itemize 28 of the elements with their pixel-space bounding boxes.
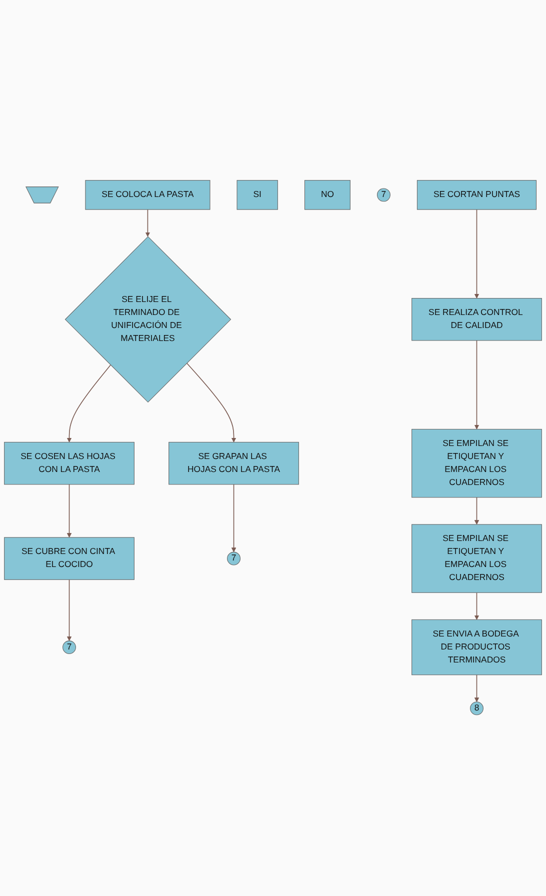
- arrow: [66, 365, 111, 443]
- node-pentagon: [26, 186, 59, 204]
- node-box: SE COSEN LAS HOJAS CON LA PASTA: [4, 442, 134, 486]
- node-box: SE CORTAN PUNTAS: [416, 180, 537, 210]
- arrow: [66, 484, 72, 538]
- arrow: [474, 592, 480, 620]
- node-circle: 8: [470, 702, 484, 716]
- arrow: [474, 674, 480, 703]
- node-box: SI: [236, 180, 278, 210]
- node-box: SE REALIZA CONTROL DE CALIDAD: [412, 298, 542, 342]
- node-box: SE CUBRE CON CINTA EL COCIDO: [4, 538, 134, 580]
- arrow: [474, 210, 480, 299]
- node-box: SE EMPILAN SE ETIQUETAN Y EMPACAN LOS CUADERNOS: [412, 429, 542, 498]
- arrow: [474, 340, 480, 430]
- node-circle: 7: [376, 188, 390, 202]
- node-box: NO: [304, 180, 350, 210]
- node-box: SE GRAPAN LAS HOJAS CON LA PASTA: [168, 442, 299, 486]
- node-diamond: SE ELIJE EL TERMINADO DE UNIFICACIÓN DE MATERIALES: [64, 236, 232, 403]
- node-circle: 7: [227, 552, 241, 566]
- arrow: [145, 210, 150, 238]
- node-box: SE COLOCA LA PASTA: [85, 180, 210, 210]
- arrow: [231, 484, 236, 553]
- node-circle: 7: [62, 640, 76, 654]
- arrow: [66, 580, 72, 642]
- node-box: SE EMPILAN SE ETIQUETAN Y EMPACAN LOS CUADERNOS: [412, 524, 542, 594]
- arrow: [186, 363, 236, 443]
- node-box: SE ENVIA A BODEGA DE PRODUCTOS TERMINADOS: [412, 620, 542, 676]
- arrow: [474, 497, 480, 526]
